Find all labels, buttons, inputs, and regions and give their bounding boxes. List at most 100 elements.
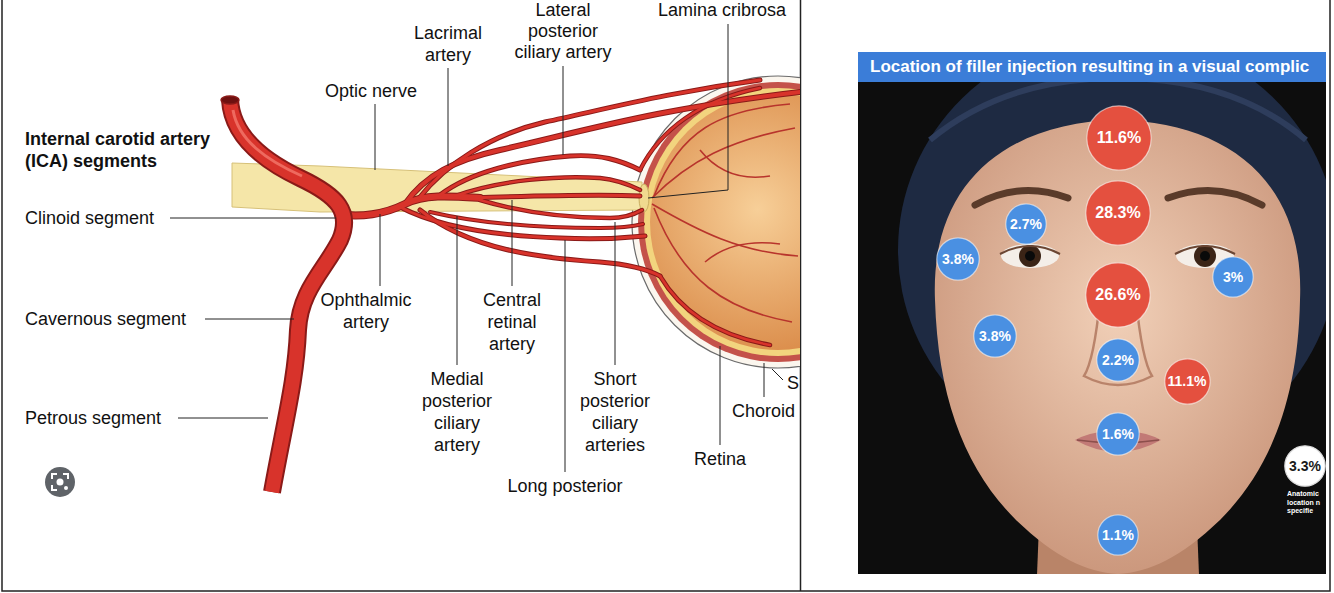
title-banner: Location of filler injection resulting i…: [858, 52, 1326, 82]
label-text: Ophthalmic artery: [320, 290, 411, 332]
percentage-value: 28.3%: [1095, 204, 1140, 222]
circle-fill: [1087, 106, 1151, 170]
retinal-vessel: [652, 128, 795, 198]
lens-icon-glyph: [52, 474, 68, 490]
ica-opening: [221, 96, 239, 104]
section-heading: Internal carotid artery (ICA) segments: [25, 128, 240, 172]
label-text: Medial posterior ciliary artery: [422, 369, 492, 455]
label-text: Cavernous segment: [25, 309, 186, 329]
retinal-vessel: [654, 208, 792, 322]
percentage-value: 1.6%: [1102, 426, 1134, 442]
iris: [1194, 245, 1216, 267]
retinal-vessel: [700, 150, 770, 177]
circle-fill: [1213, 257, 1253, 297]
leader-line: [380, 214, 381, 286]
percentage-circle: 2.7%: [1005, 203, 1047, 245]
retinal-vessel: [705, 243, 780, 262]
anatomy-label: Ophthalmic artery: [312, 289, 420, 333]
leader-line: [648, 24, 728, 198]
percentage-circle: 26.6%: [1085, 262, 1151, 328]
leader-line: [178, 418, 268, 419]
circle-fill: [974, 315, 1016, 357]
leader-line: [170, 218, 336, 219]
eyebrow: [975, 190, 1068, 205]
anatomy-label: Short posterior ciliary arteries: [569, 368, 661, 456]
circle-fill: [1285, 446, 1325, 486]
banner-text: Location of filler injection resulting i…: [870, 57, 1309, 77]
percentage-value: 3.3%: [1289, 458, 1321, 474]
label-text: S: [787, 373, 799, 393]
lens-icon-dot: [57, 479, 64, 486]
eye-white: [1001, 244, 1059, 268]
label-text: Petrous segment: [25, 408, 161, 428]
label-text: Lacrimal artery: [414, 23, 482, 65]
anatomy-label: Clinoid segment: [25, 207, 154, 229]
label-text: Long posterior: [507, 476, 622, 496]
leader-line: [512, 200, 513, 286]
anatomy-label: Retina: [694, 448, 746, 470]
leader-line: [375, 104, 376, 170]
retina-layer: [644, 88, 800, 356]
leader-line: [720, 346, 721, 445]
label-text: Lamina cribrosa: [658, 0, 786, 20]
leader-line: [448, 68, 449, 166]
leader-line: [563, 66, 564, 155]
anatomy-label: Long posterior: [507, 475, 622, 497]
choroid-layer: [638, 82, 800, 362]
circle-fill: [937, 238, 979, 280]
percentage-value: 2.2%: [1102, 352, 1134, 368]
circle-fill: [1086, 263, 1150, 327]
anatomy-label: Cavernous segment: [25, 308, 186, 330]
vitreous: [650, 94, 800, 350]
leader-line: [205, 319, 294, 320]
label-text: Retina: [694, 449, 746, 469]
annotation-note: Anatomic location n specifie: [1287, 490, 1325, 516]
eyelid: [1000, 246, 1060, 254]
percentage-circle: 11.1%: [1164, 358, 1211, 405]
label-text: Lateral posterior ciliary artery: [514, 0, 611, 62]
label-text: Anatomic location n specifie: [1287, 490, 1320, 514]
percentage-value: 1.1%: [1102, 527, 1134, 543]
percentage-circle: 2.2%: [1096, 338, 1140, 382]
circle-fill: [1097, 339, 1139, 381]
anatomy-label: Medial posterior ciliary artery: [411, 368, 503, 456]
label-text: Choroid: [732, 401, 795, 421]
circle-fill: [1098, 515, 1138, 555]
anatomy-label: Petrous segment: [25, 407, 161, 429]
percentage-circle: 3%: [1212, 256, 1254, 298]
eyebrow: [1168, 190, 1262, 205]
anatomy-label: Lateral posterior ciliary artery: [508, 0, 618, 63]
label-text: Central retinal artery: [483, 290, 541, 354]
label-text: Internal carotid artery (ICA) segments: [25, 129, 210, 171]
leader-line: [772, 369, 783, 380]
percentage-value: 11.1%: [1168, 373, 1207, 389]
label-text: Short posterior ciliary arteries: [580, 369, 650, 455]
sclera: [632, 76, 800, 368]
anatomy-label: Optic nerve: [325, 80, 417, 102]
percentage-value: 26.6%: [1095, 286, 1140, 304]
label-text: Clinoid segment: [25, 208, 154, 228]
percentage-circle: 11.6%: [1086, 105, 1152, 171]
face-photo: [898, 82, 1326, 574]
percentage-circle: 3.8%: [973, 314, 1017, 358]
lens-icon-disc: [45, 467, 75, 497]
leader-line: [457, 216, 458, 365]
eyelid: [1175, 246, 1235, 254]
circle-fill: [1086, 181, 1150, 245]
percentage-circle: 3.3%: [1284, 445, 1326, 487]
pupil: [1025, 251, 1035, 261]
percentage-value: 3.8%: [979, 328, 1011, 344]
percentage-circle: 1.6%: [1096, 412, 1140, 456]
percentage-value: 11.6%: [1097, 129, 1141, 147]
face: [935, 120, 1300, 574]
anatomy-label: Central retinal artery: [469, 289, 555, 355]
percentage-circle: 1.1%: [1097, 514, 1139, 556]
anatomy-label: Lamina cribrosa: [658, 0, 786, 21]
anatomy-label: Lacrimal artery: [402, 22, 494, 66]
leader-lines: [170, 24, 783, 472]
percentage-value: 3%: [1223, 269, 1243, 285]
leader-line: [764, 363, 765, 397]
percentage-value: 2.7%: [1010, 216, 1042, 232]
label-text: Optic nerve: [325, 81, 417, 101]
